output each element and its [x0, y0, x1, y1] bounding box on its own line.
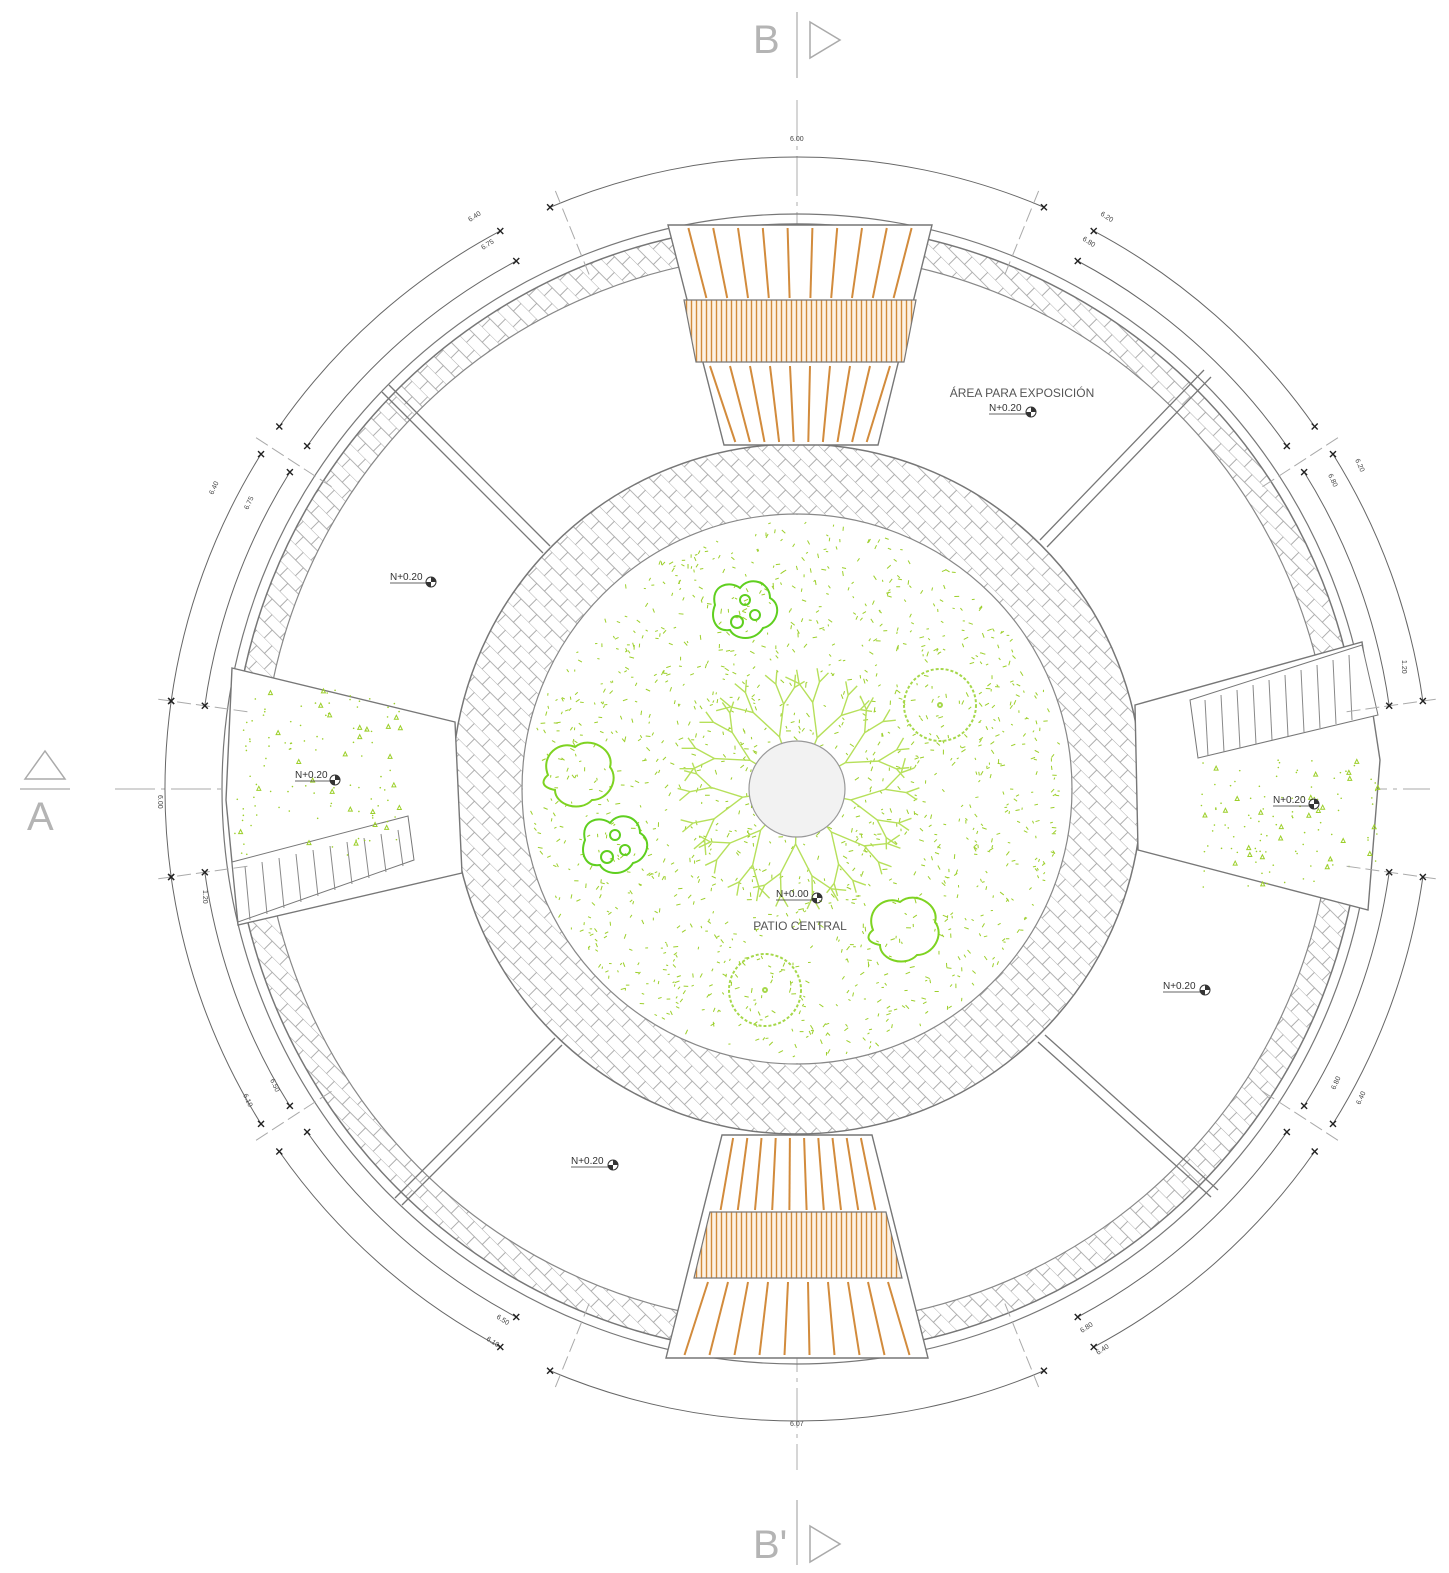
section-mark-b-top: B: [753, 18, 780, 62]
level-mark-patio: N+0.00: [776, 889, 823, 904]
section-mark-a: A: [27, 795, 54, 839]
radial-walls: [381, 369, 1219, 1206]
svg-text:N+0.20: N+0.20: [571, 1156, 604, 1167]
dim-bottom: 6.07: [790, 1421, 804, 1428]
dimension-arcs: [153, 156, 1441, 1422]
level-mark-west: N+0.20: [295, 770, 341, 786]
dim-left-step: 1.20: [201, 890, 208, 904]
level-mark-east: N+0.20: [1273, 795, 1320, 810]
svg-text:N+0.20: N+0.20: [295, 770, 328, 781]
level-marks: N+0.20 N+0.20 N+0.20 N+0.20 N+0.20: [295, 403, 1320, 1171]
svg-text:N+0.00: N+0.00: [776, 889, 809, 900]
trees: [542, 580, 977, 1027]
south-deck: [665, 1134, 929, 1359]
level-mark-se: N+0.20: [1163, 981, 1211, 996]
svg-text:N+0.20: N+0.20: [989, 403, 1022, 414]
level-mark-sw: N+0.20: [571, 1156, 619, 1171]
north-deck: [667, 224, 933, 446]
exhibition-area-label: ÁREA PARA EXPOSICIÓN: [950, 385, 1095, 400]
svg-text:N+0.20: N+0.20: [1273, 795, 1306, 806]
dim-top: 6.00: [790, 136, 804, 143]
dim-right-step: 1.20: [1400, 660, 1407, 674]
level-mark-nw: N+0.20: [390, 572, 437, 588]
east-wing: [1134, 641, 1381, 911]
dimension-ticks: [167, 203, 1427, 1375]
west-wing: [225, 667, 463, 926]
level-mark-exhibition: N+0.20: [989, 403, 1037, 418]
central-tree-pit: [748, 740, 846, 838]
dim-left-width: 6.00: [156, 795, 163, 809]
grass-texture: [530, 521, 1061, 1058]
svg-text:N+0.20: N+0.20: [1163, 981, 1196, 992]
section-mark-b-bottom: B': [753, 1523, 788, 1567]
central-patio-label: PATIO CENTRAL: [753, 919, 847, 933]
svg-text:N+0.20: N+0.20: [390, 572, 423, 583]
